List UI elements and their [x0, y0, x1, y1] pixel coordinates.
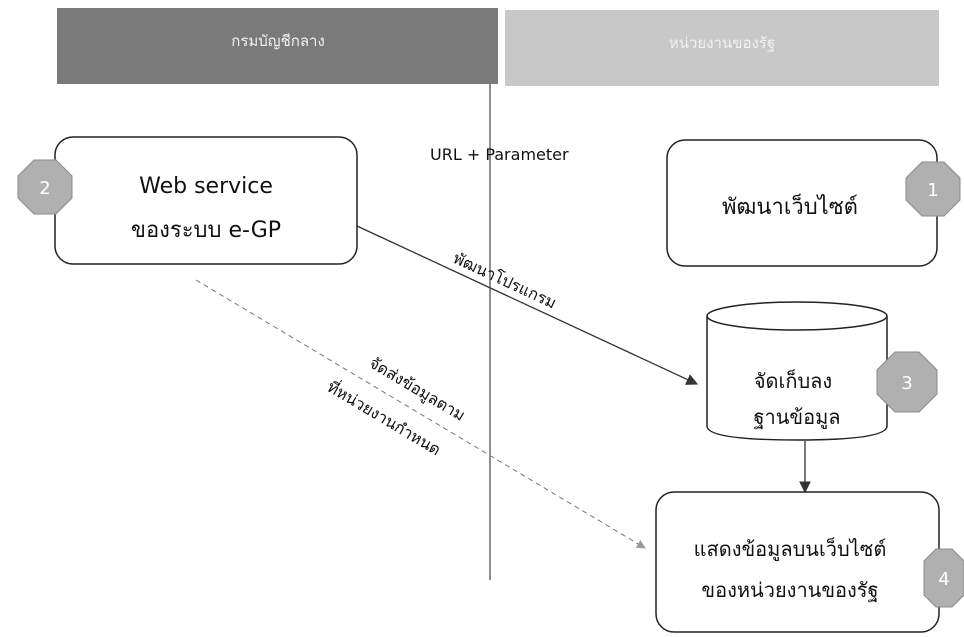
badge-2-number: 2 [39, 178, 50, 199]
badge-4: 4 [923, 548, 964, 608]
badge-1: 1 [905, 161, 961, 217]
display-website-box [655, 491, 940, 633]
send-data-arrow [195, 279, 646, 549]
develop-website-label: พัฒนาเว็บไซต์ [722, 192, 858, 220]
badge-1-number: 1 [927, 180, 938, 201]
header-right-bar [505, 10, 939, 86]
badge-3-number: 3 [901, 373, 912, 394]
header-left-label: กรมบัญชีกลาง [231, 32, 325, 50]
badge-2: 2 [17, 159, 73, 215]
url-parameter-label: URL + Parameter [430, 145, 569, 164]
database-cylinder [706, 301, 888, 441]
header-right-label: หน่วยงานของรัฐ [669, 34, 775, 52]
develop-program-label: พัฒนาโปรแกรม [450, 248, 559, 312]
header-left-bar [57, 8, 498, 84]
web-service-box [54, 136, 358, 265]
database-label-line1: จัดเก็บลง [754, 368, 832, 393]
database-label-line2: ฐานข้อมูล [753, 405, 840, 430]
display-website-line1: แสดงข้อมูลบนเว็บไซต์ [694, 536, 887, 562]
develop-program-arrow [356, 225, 699, 385]
web-service-title: Web service [139, 174, 273, 199]
badge-4-number: 4 [938, 569, 949, 590]
web-service-subtitle: ของระบบ e-GP [131, 218, 281, 243]
badge-3: 3 [876, 351, 938, 413]
display-website-line2: ของหน่วยงานของรัฐ [701, 578, 878, 602]
